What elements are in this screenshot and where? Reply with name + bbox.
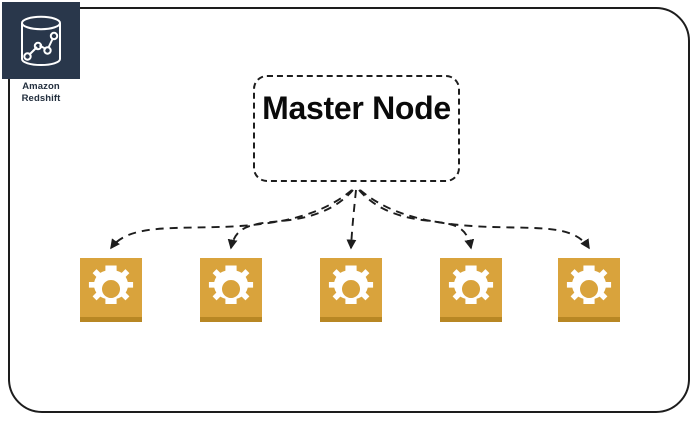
node-base: [80, 317, 142, 322]
compute-node-4[interactable]: [440, 258, 502, 322]
compute-node-5[interactable]: [558, 258, 620, 322]
master-node-box[interactable]: Master Node: [253, 75, 460, 182]
cluster-boundary: [8, 7, 690, 413]
logo-caption-line-2: Redshift: [21, 92, 61, 104]
node-base: [558, 317, 620, 322]
compute-node-3[interactable]: [320, 258, 382, 322]
gear-icon: [208, 265, 254, 305]
node-base: [440, 317, 502, 322]
node-base: [200, 317, 262, 322]
gear-icon: [448, 265, 494, 305]
amazon-redshift-label: Amazon Redshift: [2, 81, 80, 104]
gear-icon: [566, 265, 612, 305]
amazon-redshift-icon: [2, 2, 80, 79]
gear-icon: [328, 265, 374, 305]
master-node-label: Master Node: [262, 90, 451, 126]
node-base: [320, 317, 382, 322]
compute-node-2[interactable]: [200, 258, 262, 322]
compute-node-1[interactable]: [80, 258, 142, 322]
logo-caption-line-1: Amazon: [22, 81, 60, 92]
gear-icon: [88, 265, 134, 305]
